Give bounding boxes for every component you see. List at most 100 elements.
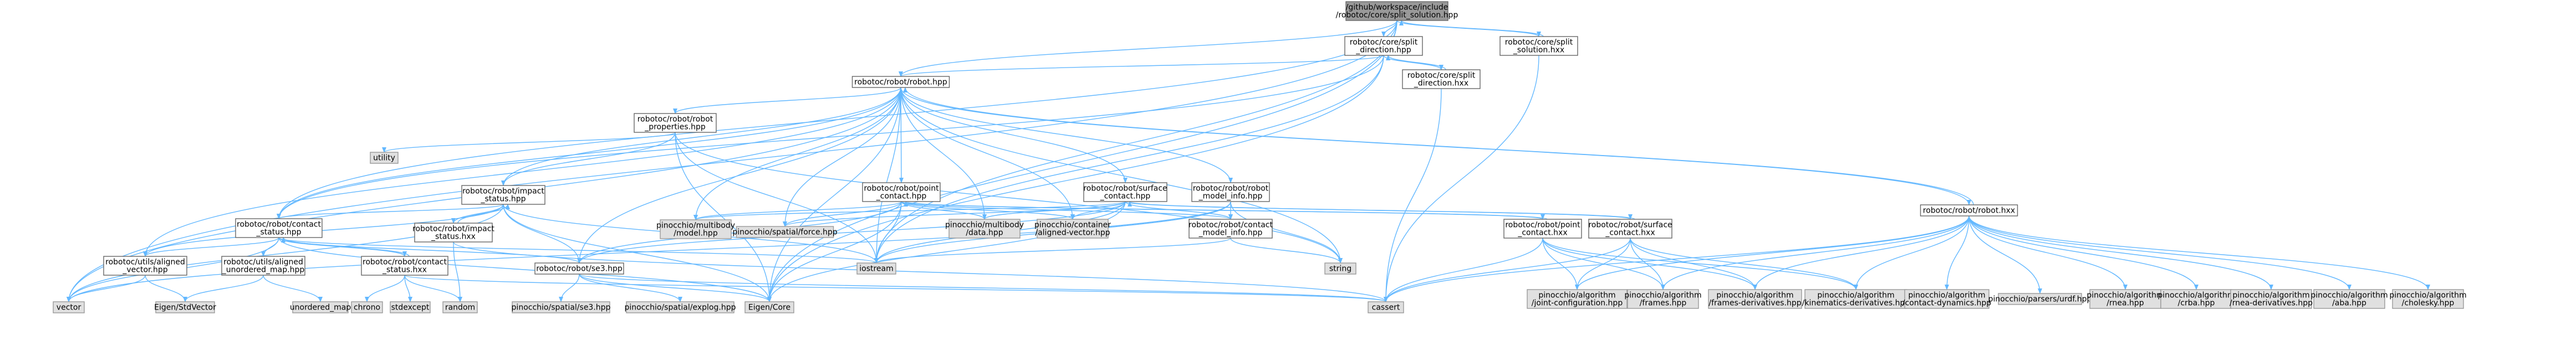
node-random[interactable]: random xyxy=(442,301,478,313)
node-split-direction-hxx[interactable]: robotoc/core/split_direction.hxx xyxy=(1402,69,1481,89)
node-label-line: _direction.hxx xyxy=(1414,79,1468,88)
node-contact-status-hxx[interactable]: robotoc/robot/contact_status.hxx xyxy=(361,256,448,276)
node-label-line: _status.hpp xyxy=(256,228,301,237)
node-label-line: pinocchio/algorithm xyxy=(1817,291,1894,300)
edge-contact-status-hpp-to-aligned-unordered-map-hpp xyxy=(261,237,279,257)
node-pin-alg-rnea[interactable]: pinocchio/algorithm/rnea.hpp xyxy=(2087,289,2164,309)
node-robot-model-info-hpp[interactable]: robotoc/robot/robot_model_info.hpp xyxy=(1191,182,1270,202)
node-pin-spatial-se3[interactable]: pinocchio/spatial/se3.hpp xyxy=(512,301,611,313)
node-string[interactable]: string xyxy=(1324,262,1356,275)
node-label-line: _contact.hxx xyxy=(1517,229,1567,238)
node-stdexcept[interactable]: stdexcept xyxy=(390,301,431,313)
node-pin-alg-aba[interactable]: pinocchio/algorithm/aba.hpp xyxy=(2310,289,2388,309)
node-impact-status-hxx[interactable]: robotoc/robot/impact_status.hxx xyxy=(412,223,494,243)
node-label-line: _model_info.hpp xyxy=(1198,192,1263,201)
node-robot-hpp[interactable]: robotoc/robot/robot.hpp xyxy=(851,76,950,88)
node-split-direction-hpp[interactable]: robotoc/core/split_direction.hpp xyxy=(1344,36,1423,56)
node-surface-contact-hxx[interactable]: robotoc/robot/surface_contact.hxx xyxy=(1588,219,1672,239)
edge-split-direction-hxx-to-split-direction-hpp xyxy=(1386,55,1446,70)
node-point-contact-hxx[interactable]: robotoc/robot/point_contact.hxx xyxy=(1503,219,1582,239)
node-impact-status-hpp[interactable]: robotoc/robot/impact_status.hpp xyxy=(461,185,545,205)
node-label-line: /kinematics-derivatives.hpp xyxy=(1802,299,1910,308)
node-box xyxy=(1324,262,1356,275)
node-eigen-stdvector[interactable]: Eigen/StdVector xyxy=(154,301,216,313)
node-box xyxy=(2089,289,2161,309)
node-pin-multibody-model[interactable]: pinocchio/multibody/model.hpp xyxy=(656,219,735,239)
node-eigen-core[interactable]: Eigen/Core xyxy=(744,301,794,313)
edge-robot-hxx-to-pin-alg-frames-derivatives xyxy=(1753,215,1970,290)
node-label-line: /robotoc/core/split_solution.hpp xyxy=(1336,11,1458,20)
node-label-line: pinocchio/spatial/explog.hpp xyxy=(625,303,736,312)
edge-surface-contact-hxx-to-surface-contact-hpp xyxy=(1128,201,1635,220)
node-label-line: pinocchio/spatial/se3.hpp xyxy=(512,303,611,312)
node-iostream[interactable]: iostream xyxy=(856,262,896,275)
node-contact-model-info-hpp[interactable]: robotoc/robot/contact_model_info.hpp xyxy=(1188,219,1273,239)
node-robot-properties-hpp[interactable]: robotoc/robot/robot_properties.hpp xyxy=(634,113,717,133)
node-aligned-unordered-map-hpp[interactable]: robotoc/utils/aligned_unordered_map.hpp xyxy=(221,256,305,276)
edge-robot-properties-hpp-to-eigen-core xyxy=(675,132,772,302)
edge-contact-status-hpp-to-iostream xyxy=(278,237,879,264)
node-pin-spatial-explog[interactable]: pinocchio/spatial/explog.hpp xyxy=(625,301,736,313)
edge-split-direction-hpp-to-robot-hpp xyxy=(899,55,1384,77)
node-split-solution-hxx[interactable]: robotoc/core/split_solution.hxx xyxy=(1499,36,1578,56)
node-label-line: utility xyxy=(373,154,395,163)
edge-contact-status-hxx-to-stdexcept xyxy=(404,275,412,302)
node-pin-container-aligned-vector[interactable]: pinocchio/container/aligned-vector.hpp xyxy=(1034,219,1111,239)
node-pin-alg-frames-derivatives[interactable]: pinocchio/algorithm/frames-derivatives.h… xyxy=(1708,289,1802,309)
node-label-line: robotoc/utils/aligned xyxy=(105,258,185,267)
node-surface-contact-hpp[interactable]: robotoc/robot/surface_contact.hpp xyxy=(1083,182,1167,202)
node-label-line: /model.hpp xyxy=(674,229,718,238)
node-root[interactable]: /github/workspace/include/robotoc/core/s… xyxy=(1336,1,1458,21)
node-box xyxy=(461,185,545,205)
edge-point-contact-hxx-to-pin-alg-kinematics-derivatives xyxy=(1542,238,1858,290)
edge-robot-hpp-to-pin-container-aligned-vector xyxy=(900,87,1075,220)
node-vector[interactable]: vector xyxy=(53,301,85,313)
node-aligned-vector-hpp[interactable]: robotoc/utils/aligned_vector.hpp xyxy=(103,256,187,276)
node-box xyxy=(1503,219,1582,239)
edge-robot-hxx-to-pin-alg-frames xyxy=(1661,215,1970,290)
edge-root-to-eigen-core xyxy=(767,20,1397,302)
node-label-line: stdexcept xyxy=(391,303,430,312)
edge-robot-hxx-to-pin-alg-rnea xyxy=(1968,215,2128,290)
edge-impact-status-hpp-to-contact-status-hpp xyxy=(277,204,504,219)
node-label-line: _direction.hpp xyxy=(1355,46,1411,55)
node-label-line: /data.hpp xyxy=(966,229,1003,238)
edge-robot-hxx-to-robot-hpp xyxy=(903,87,1974,205)
node-pin-alg-cholesky[interactable]: pinocchio/algorithm/cholesky.hpp xyxy=(2389,289,2467,309)
node-pin-spatial-force[interactable]: pinocchio/spatial/force.hpp xyxy=(732,226,838,238)
node-pin-alg-frames[interactable]: pinocchio/algorithm/frames.hpp xyxy=(1624,289,1702,309)
node-box xyxy=(634,113,717,133)
node-label-line: /cholesky.hpp xyxy=(2402,299,2455,308)
node-pin-multibody-data[interactable]: pinocchio/multibody/data.hpp xyxy=(945,219,1024,239)
node-label-line: robotoc/robot/impact xyxy=(462,187,544,196)
edge-point-contact-hpp-to-pin-container-aligned-vector xyxy=(901,201,1075,220)
node-pin-alg-joint-configuration[interactable]: pinocchio/algorithm/joint-configuration.… xyxy=(1527,289,1628,309)
node-label-line: robotoc/robot/robot.hxx xyxy=(1923,207,2015,215)
node-box xyxy=(155,301,215,313)
node-cassert[interactable]: cassert xyxy=(1368,301,1404,313)
node-label-line: _contact.hxx xyxy=(1605,229,1655,238)
node-pin-alg-rnea-derivatives[interactable]: pinocchio/algorithm/rnea-derivatives.hpp xyxy=(2230,289,2313,309)
node-point-contact-hpp[interactable]: robotoc/robot/point_contact.hpp xyxy=(862,182,941,202)
node-label-line: _status.hxx xyxy=(431,233,476,241)
edge-impact-status-hpp-to-aligned-vector-hpp xyxy=(143,204,504,257)
edge-robot-properties-hpp-to-utility xyxy=(382,132,676,153)
node-pin-parsers-urdf[interactable]: pinocchio/parsers/urdf.hpp xyxy=(1988,293,2092,305)
node-label-line: /github/workspace/include xyxy=(1346,3,1448,12)
node-chrono[interactable]: chrono xyxy=(351,301,383,313)
node-box xyxy=(1368,301,1404,313)
node-label-line: robotoc/robot/robot.hpp xyxy=(854,78,947,87)
node-box xyxy=(1527,289,1628,309)
node-utility[interactable]: utility xyxy=(370,152,399,164)
node-label-line: pinocchio/algorithm xyxy=(2389,291,2466,300)
node-robot-hxx[interactable]: robotoc/robot/robot.hxx xyxy=(1920,204,2018,216)
node-label-line: vector xyxy=(57,303,81,312)
edge-surface-contact-hpp-to-pin-multibody-model xyxy=(693,201,1126,220)
node-se3-hpp[interactable]: robotoc/robot/se3.hpp xyxy=(534,262,624,275)
node-pin-alg-kinematics-derivatives[interactable]: pinocchio/algorithm/kinematics-derivativ… xyxy=(1802,289,1910,309)
node-contact-status-hpp[interactable]: robotoc/robot/contact_status.hpp xyxy=(235,218,323,238)
node-unordered-map[interactable]: unordered_map xyxy=(290,301,351,313)
node-pin-alg-contact-dynamics[interactable]: pinocchio/algorithm/contact-dynamics.hpp xyxy=(1902,289,1992,309)
node-label-line: /aba.hpp xyxy=(2332,299,2366,308)
node-pin-alg-crba[interactable]: pinocchio/algorithm/crba.hpp xyxy=(2157,289,2235,309)
